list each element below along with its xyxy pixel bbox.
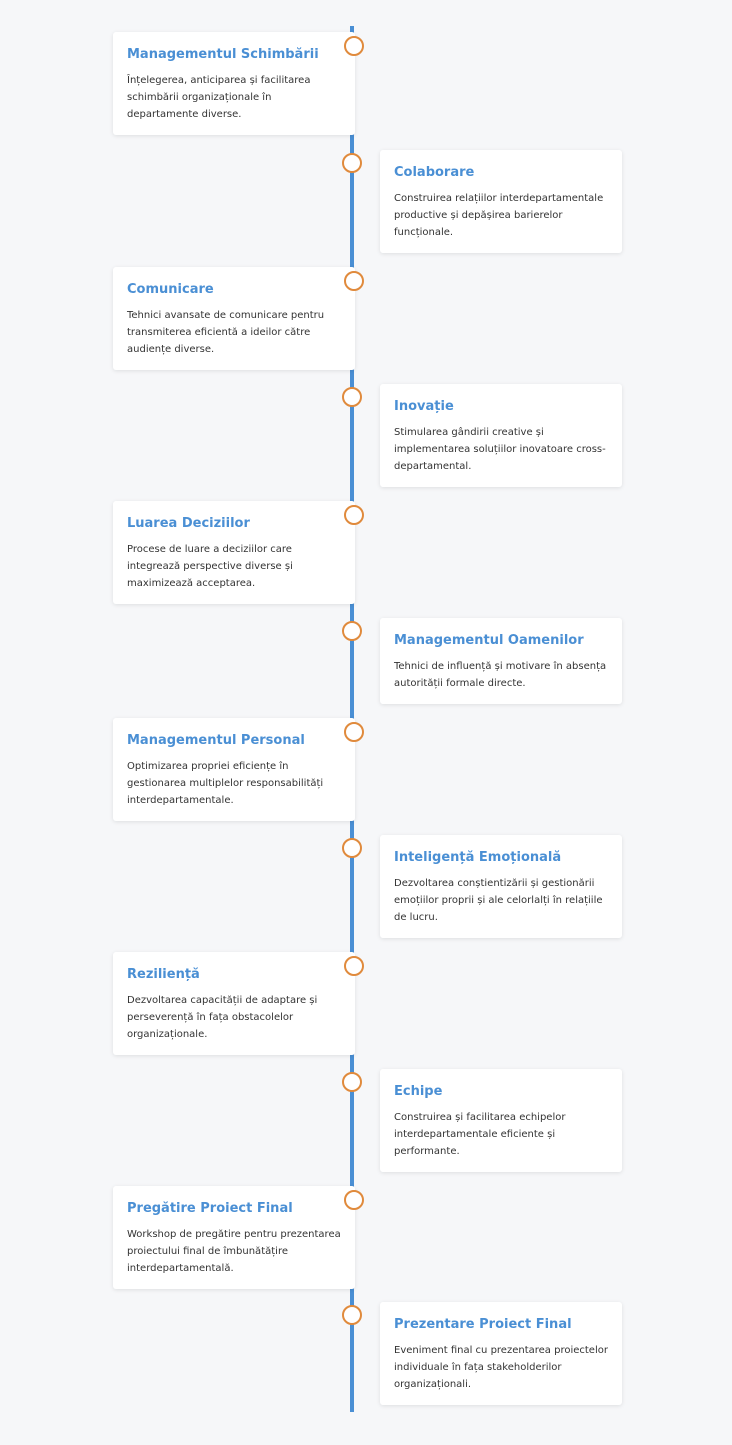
card-description: Eveniment final cu prezentarea proiectel… — [394, 1345, 608, 1390]
timeline-card: Echipe Construirea și facilitarea echipe… — [380, 1069, 622, 1172]
card-title: Colaborare — [394, 165, 475, 180]
card-description: Înțelegerea, anticiparea și facilitarea … — [127, 75, 311, 120]
card-title: Managementul Oamenilor — [394, 633, 584, 648]
card-title: Reziliență — [127, 967, 200, 982]
card-description: Tehnici de influență și motivare în abse… — [394, 661, 607, 689]
timeline-card: Colaborare Construirea relațiilor interd… — [380, 150, 622, 253]
timeline-marker-dot — [342, 1305, 362, 1325]
timeline-card: Inteligență Emoțională Dezvoltarea conșt… — [380, 835, 622, 938]
timeline-marker-dot — [344, 1190, 364, 1210]
card-description: Construirea și facilitarea echipelor int… — [394, 1112, 566, 1157]
card-description: Dezvoltarea capacității de adaptare și p… — [127, 995, 318, 1040]
timeline-card: Managementul Oamenilor Tehnici de influe… — [380, 618, 622, 704]
timeline-card: Managementul Personal Optimizarea propri… — [113, 718, 355, 821]
timeline-card: Managementul Schimbării Înțelegerea, ant… — [113, 32, 355, 135]
card-title: Echipe — [394, 1084, 443, 1099]
card-title: Pregătire Proiect Final — [127, 1201, 293, 1216]
timeline-marker-dot — [342, 1072, 362, 1092]
timeline-marker-dot — [342, 387, 362, 407]
card-title: Managementul Personal — [127, 733, 305, 748]
card-title: Luarea Deciziilor — [127, 516, 250, 531]
card-title: Managementul Schimbării — [127, 47, 319, 62]
timeline-marker-dot — [342, 153, 362, 173]
timeline-card: Comunicare Tehnici avansate de comunicar… — [113, 267, 355, 370]
timeline-marker-dot — [344, 271, 364, 291]
card-description: Dezvoltarea conștientizării și gestionăr… — [394, 878, 603, 923]
timeline-marker-dot — [344, 956, 364, 976]
timeline-marker-dot — [344, 36, 364, 56]
timeline-marker-dot — [344, 505, 364, 525]
card-description: Optimizarea propriei eficiențe în gestio… — [127, 761, 324, 806]
card-title: Comunicare — [127, 282, 214, 297]
card-description: Stimularea gândirii creative și implemen… — [394, 427, 606, 472]
timeline-card: Pregătire Proiect Final Workshop de preg… — [113, 1186, 355, 1289]
card-title: Prezentare Proiect Final — [394, 1317, 572, 1332]
card-description: Tehnici avansate de comunicare pentru tr… — [127, 310, 325, 355]
card-description: Construirea relațiilor interdepartamenta… — [394, 193, 604, 238]
card-description: Procese de luare a deciziilor care integ… — [127, 544, 293, 589]
card-title: Inteligență Emoțională — [394, 850, 562, 865]
timeline-card: Inovație Stimularea gândirii creative și… — [380, 384, 622, 487]
timeline-card: Reziliență Dezvoltarea capacității de ad… — [113, 952, 355, 1055]
timeline-marker-dot — [344, 722, 364, 742]
card-title: Inovație — [394, 399, 454, 414]
timeline-card: Luarea Deciziilor Procese de luare a dec… — [113, 501, 355, 604]
timeline-marker-dot — [342, 838, 362, 858]
timeline-card: Prezentare Proiect Final Eveniment final… — [380, 1302, 622, 1405]
timeline-marker-dot — [342, 621, 362, 641]
card-description: Workshop de pregătire pentru prezentarea… — [127, 1229, 341, 1274]
